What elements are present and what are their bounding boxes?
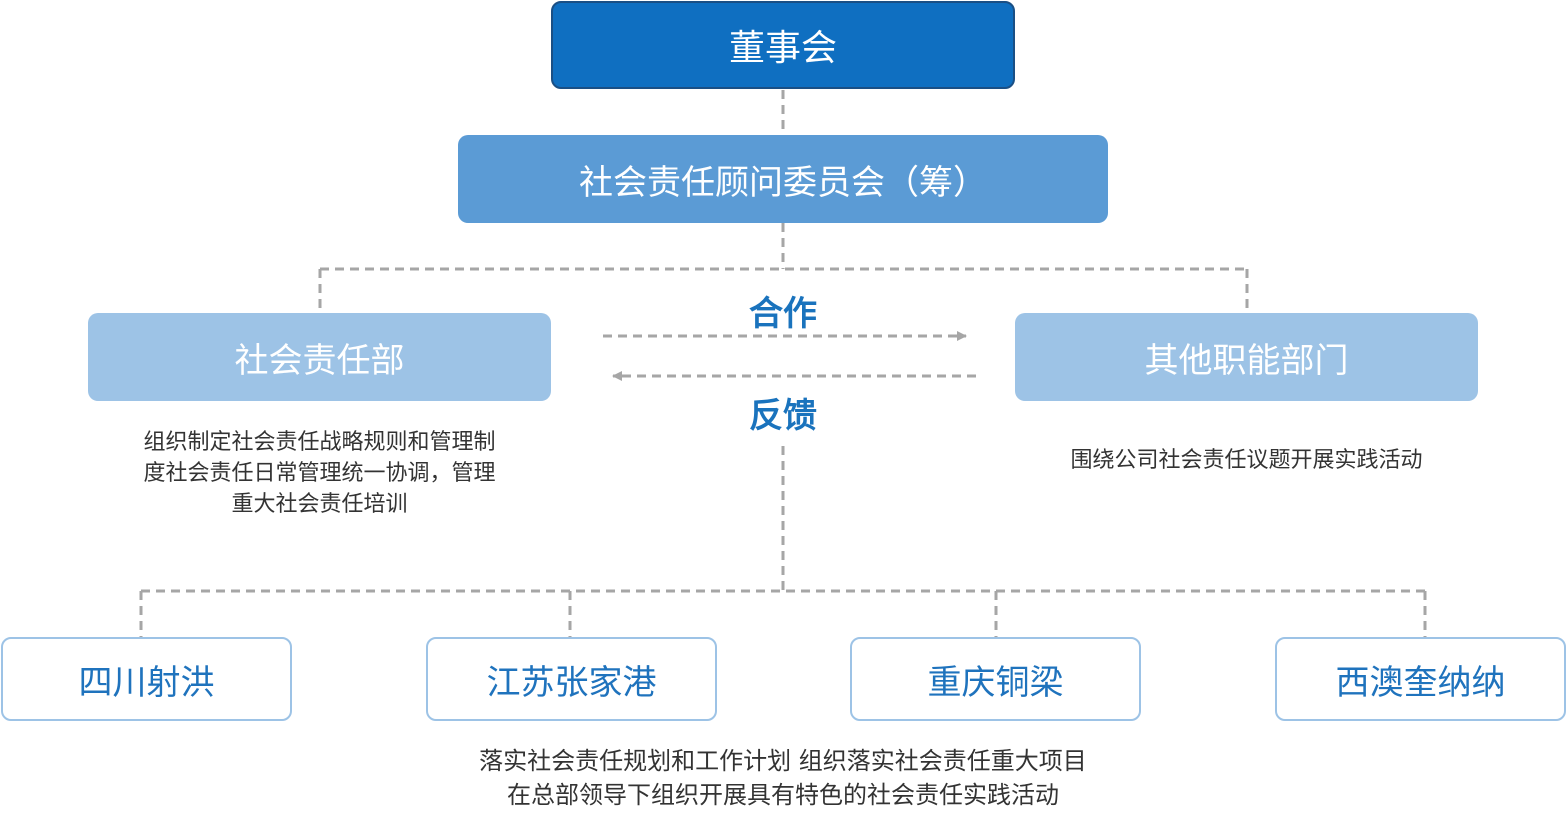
- cooperation-label: 合作: [749, 294, 817, 334]
- branch-node-sichuan: 四川射洪: [1, 637, 292, 721]
- branches-description-line: 落实社会责任规划和工作计划 组织落实社会责任重大项目: [479, 747, 1087, 775]
- branch-label: 西澳奎纳纳: [1335, 662, 1506, 703]
- csr-description-line: 度社会责任日常管理统一协调，管理: [143, 461, 496, 486]
- branch-node-chongqing: 重庆铜梁: [850, 637, 1141, 721]
- other-departments-description: 围绕公司社会责任议题开展实践活动: [1070, 448, 1423, 473]
- branch-label: 四川射洪: [78, 662, 215, 703]
- csr-department-node: 社会责任部: [88, 313, 551, 401]
- branches-description-line: 在总部领导下组织开展具有特色的社会责任实践活动: [507, 781, 1059, 809]
- other-departments-node: 其他职能部门: [1015, 313, 1478, 401]
- branches-description: 落实社会责任规划和工作计划 组织落实社会责任重大项目 在总部领导下组织开展具有特…: [283, 744, 1283, 812]
- board-label: 董事会: [728, 28, 837, 69]
- committee-node: 社会责任顾问委员会（筹）: [458, 135, 1108, 223]
- feedback-label: 反馈: [749, 396, 817, 436]
- board-node: 董事会: [551, 1, 1015, 89]
- branch-node-kwinana: 西澳奎纳纳: [1275, 637, 1566, 721]
- other-departments-label: 其他职能部门: [1144, 340, 1349, 381]
- committee-label: 社会责任顾问委员会（筹）: [579, 162, 987, 203]
- branch-label: 江苏张家港: [486, 662, 657, 703]
- csr-department-description: 组织制定社会责任战略规则和管理制 度社会责任日常管理统一协调，管理 重大社会责任…: [88, 427, 551, 520]
- csr-department-label: 社会责任部: [234, 340, 405, 381]
- csr-description-line: 重大社会责任培训: [231, 492, 408, 517]
- csr-description-line: 组织制定社会责任战略规则和管理制: [143, 430, 496, 455]
- branch-node-jiangsu: 江苏张家港: [426, 637, 717, 721]
- branch-label: 重庆铜梁: [927, 662, 1064, 703]
